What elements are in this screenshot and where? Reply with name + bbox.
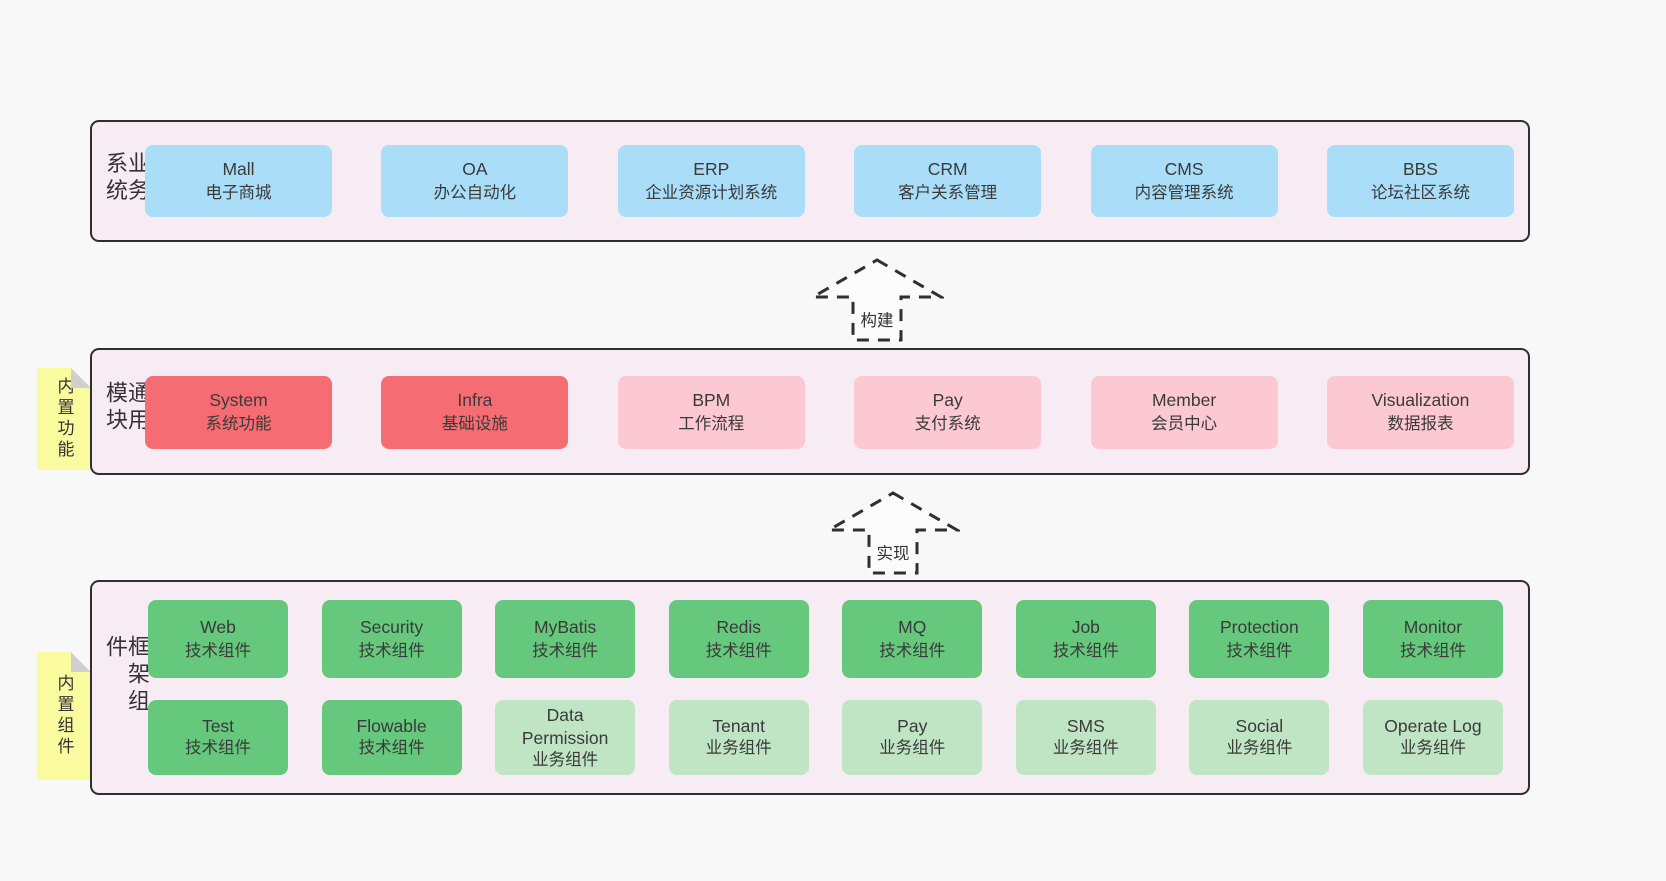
arrow-label-implement: 实现: [872, 538, 914, 566]
folded-corner-icon: [71, 368, 91, 388]
arrow-label-build: 构建: [856, 305, 898, 333]
section-label-modules: 通用模块: [103, 380, 150, 435]
sticky-text: 内置组件: [54, 674, 74, 758]
section-label-components: 框架组件: [103, 634, 150, 716]
sticky-note-builtin-features: 内置功能: [37, 368, 91, 470]
sticky-note-builtin-components: 内置组件: [37, 652, 91, 780]
dashed-up-arrow-implement: [826, 491, 960, 575]
dashed-up-arrow-build: [810, 258, 944, 342]
sticky-text: 内置功能: [54, 377, 74, 461]
folded-corner-icon: [71, 652, 91, 672]
section-label-business: 业务系统: [103, 151, 150, 206]
